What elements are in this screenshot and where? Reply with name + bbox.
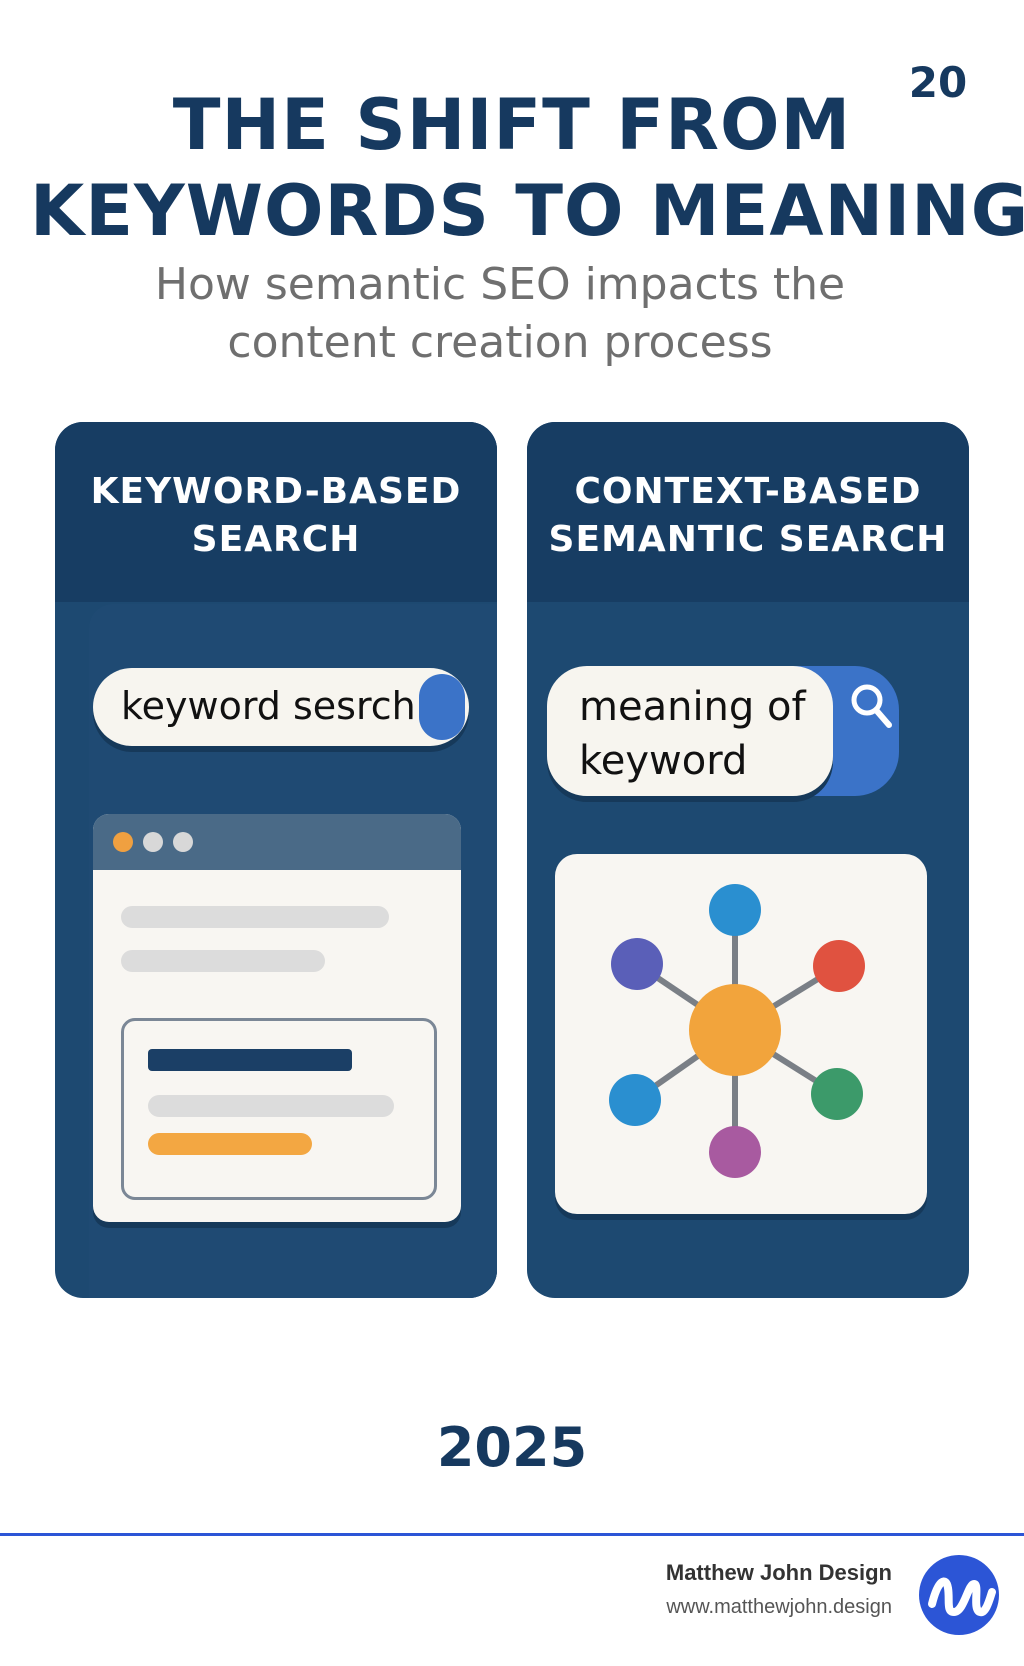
browser-title-bar [93, 814, 461, 870]
network-node-lower-left [609, 1074, 661, 1126]
search-icon [849, 680, 893, 732]
semantic-panel-title: CONTEXT-BASED SEMANTIC SEARCH [527, 468, 969, 564]
subtitle-line-1: How semantic SEO impacts the [154, 259, 846, 310]
panel-header [55, 422, 497, 602]
result-snippet-line [148, 1095, 394, 1117]
semantic-search-panel: CONTEXT-BASED SEMANTIC SEARCH meaning of… [527, 422, 969, 1298]
semantic-search-text-line-2: keyword [579, 738, 748, 784]
keyword-search-bar: keyword sesrch [93, 668, 469, 746]
brand-logo-icon [918, 1554, 1000, 1636]
network-node-upper-right [813, 940, 865, 992]
result-title-bar [148, 1049, 352, 1071]
semantic-panel-title-line-1: CONTEXT-BASED [574, 471, 922, 512]
browser-window-illustration [93, 814, 461, 1222]
keyword-search-text: keyword sesrch [121, 684, 416, 728]
keyword-panel-title-line-1: KEYWORD-BASED [90, 471, 462, 512]
semantic-search-field: meaning of keyword [547, 666, 833, 796]
semantic-search-text: meaning of keyword [579, 680, 806, 788]
semantic-search-text-line-1: meaning of [579, 684, 806, 730]
semantic-search-bar: meaning of keyword [547, 666, 899, 796]
result-highlight-line [148, 1133, 312, 1155]
network-node-top [709, 884, 761, 936]
page-title: THE SHIFT FROM KEYWORDS TO MEANING [30, 82, 1024, 254]
placeholder-line [121, 906, 389, 928]
page-subtitle: How semantic SEO impacts the content cre… [80, 256, 920, 372]
search-result-card [121, 1018, 437, 1200]
semantic-panel-title-line-2: SEMANTIC SEARCH [548, 519, 948, 560]
keyword-search-button [419, 674, 465, 740]
network-node-lower-right [811, 1068, 863, 1120]
title-line-1: THE SHIFT FROM [172, 84, 852, 166]
brand-name: Matthew John Design [665, 1560, 892, 1585]
browser-dot-icon [143, 832, 163, 852]
browser-dot-icon [173, 832, 193, 852]
keyword-panel-title-line-2: SEARCH [191, 519, 361, 560]
network-node-bottom [709, 1126, 761, 1178]
keyword-search-panel: KEYWORD-BASED SEARCH keyword sesrch [55, 422, 497, 1298]
footer-divider [0, 1533, 1024, 1536]
browser-dot-icon [113, 832, 133, 852]
network-node-upper-left [611, 938, 663, 990]
placeholder-line [121, 950, 325, 972]
year-label: 2025 [436, 1416, 588, 1479]
keyword-panel-title: KEYWORD-BASED SEARCH [55, 468, 497, 564]
subtitle-line-2: content creation process [227, 317, 773, 368]
panel-header [527, 422, 969, 602]
brand-url: www.matthewjohn.design [666, 1596, 892, 1618]
semantic-network-illustration [555, 854, 927, 1214]
title-line-2: KEYWORDS TO MEANING [30, 170, 1024, 252]
page-number: 20 [908, 58, 968, 107]
network-node-center [689, 984, 781, 1076]
